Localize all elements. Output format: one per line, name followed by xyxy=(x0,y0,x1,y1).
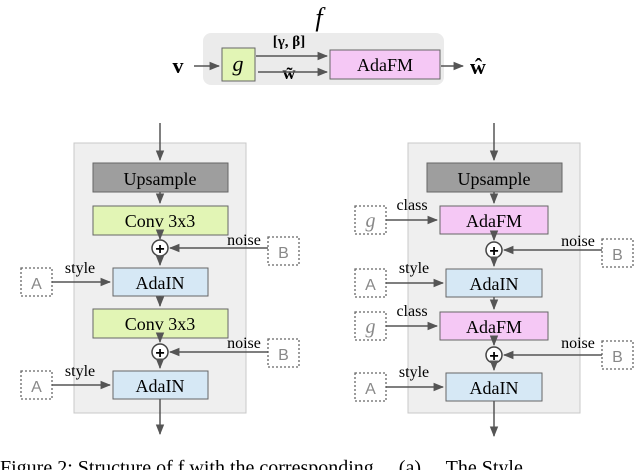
right-style1-label: style xyxy=(399,260,429,277)
adafm-top-label: AdaFM xyxy=(357,55,413,75)
w-tilde-label: w̃ xyxy=(283,63,296,83)
right-plus2-symbol: + xyxy=(489,348,498,365)
left-noise1-label: noise xyxy=(227,232,261,249)
left-style1-label: style xyxy=(65,260,95,277)
left-adain1-label: AdaIN xyxy=(136,273,185,293)
left-B1-box xyxy=(267,236,300,266)
right-adain1-label: AdaIN xyxy=(470,274,519,294)
left-upsample-label: Upsample xyxy=(124,169,197,189)
right-g2-box xyxy=(354,311,387,341)
right-noise1-label: noise xyxy=(561,233,595,250)
left-A2-label: A xyxy=(31,379,42,396)
left-adain2-box xyxy=(112,370,209,400)
right-upsample-label: Upsample xyxy=(458,169,531,189)
right-adafm2-box xyxy=(439,311,549,341)
right-g1-label: g xyxy=(366,210,376,232)
right-upsample-box xyxy=(426,162,563,193)
right-adain2-box xyxy=(445,372,543,402)
left-A1-label: A xyxy=(31,276,42,293)
right-adafm1-box xyxy=(439,205,549,235)
right-class2-label: class xyxy=(396,303,427,320)
v-input-label: v xyxy=(173,53,184,78)
left-conv2-label: Conv 3x3 xyxy=(125,314,196,334)
right-A1-box xyxy=(354,268,387,298)
left-plus1-symbol: + xyxy=(155,241,164,258)
g-label: g xyxy=(233,51,244,76)
right-A2-box xyxy=(354,372,387,402)
right-noise2-label: noise xyxy=(561,335,595,352)
right-adain2-label: AdaIN xyxy=(470,378,519,398)
right-A1-label: A xyxy=(365,277,376,294)
right-A2-label: A xyxy=(365,381,376,398)
right-B1-label: B xyxy=(612,247,623,264)
left-B2-label: B xyxy=(278,347,289,364)
left-B1-label: B xyxy=(278,245,289,262)
adafm-top-box xyxy=(329,49,441,80)
right-adafm1-label: AdaFM xyxy=(466,211,522,231)
right-adain1-box xyxy=(445,268,543,298)
left-style2-label: style xyxy=(65,363,95,380)
left-B2-box xyxy=(267,338,300,368)
left-noise2-label: noise xyxy=(227,335,261,352)
left-adain2-label: AdaIN xyxy=(136,376,185,396)
left-adain1-box xyxy=(112,267,209,297)
right-class1-label: class xyxy=(396,197,427,214)
left-upsample-box xyxy=(92,162,229,193)
gamma-beta-label: [γ, β] xyxy=(273,34,305,50)
right-B2-label: B xyxy=(612,349,623,366)
left-plus2-symbol: + xyxy=(155,345,164,362)
right-plus1-symbol: + xyxy=(489,243,498,260)
right-g2-label: g xyxy=(366,316,376,338)
f-title: f xyxy=(315,3,326,32)
left-conv1-label: Conv 3x3 xyxy=(125,211,196,231)
right-g1-box xyxy=(354,205,387,235)
figure-caption: Figure 2: Structure of f with the corres… xyxy=(0,457,538,470)
right-style2-label: style xyxy=(399,364,429,381)
g-box xyxy=(221,47,256,82)
right-B1-box xyxy=(601,238,634,268)
w-hat-output-label: ŵ xyxy=(470,54,486,79)
right-adafm2-label: AdaFM xyxy=(466,317,522,337)
